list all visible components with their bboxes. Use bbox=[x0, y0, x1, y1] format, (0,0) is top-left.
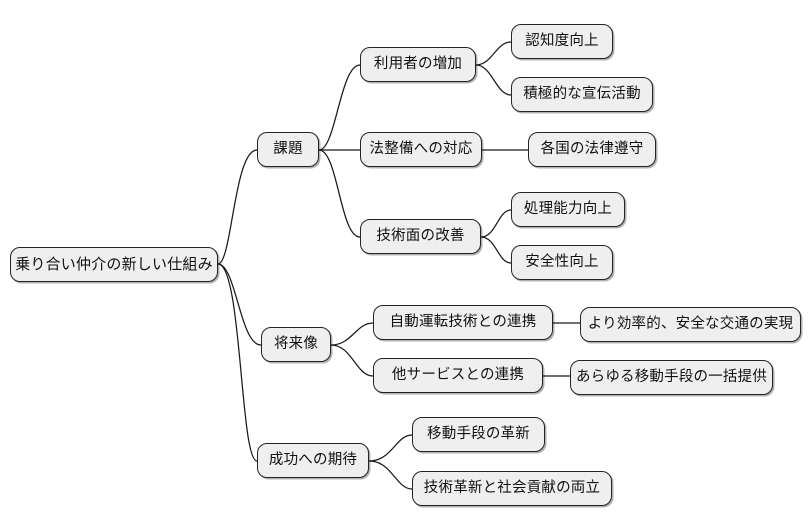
node-branch_seiko[interactable]: 成功への期待 bbox=[257, 443, 369, 478]
edge-branch_kadai-to-gijutsumen bbox=[318, 149, 361, 238]
node-branch_shorai[interactable]: 将来像 bbox=[261, 327, 331, 362]
node-arayuru[interactable]: あらゆる移動手段の一括提供 bbox=[570, 360, 773, 395]
node-label-houseibi: 法整備への対応 bbox=[369, 141, 473, 158]
node-ninchido[interactable]: 認知度向上 bbox=[511, 24, 613, 59]
edge-root-to-branch_seiko bbox=[217, 263, 258, 462]
node-branch_kadai[interactable]: 課題 bbox=[257, 132, 319, 167]
node-label-tasabisu: 他サービスとの連携 bbox=[391, 367, 525, 384]
node-riyousha[interactable]: 利用者の増加 bbox=[360, 47, 476, 82]
edge-branch_seiko-to-gijutsu_shakai bbox=[368, 460, 413, 490]
node-idou_kakushin[interactable]: 移動手段の革新 bbox=[412, 417, 545, 452]
node-label-kakkoku: 各国の法律遵守 bbox=[540, 141, 644, 158]
node-houseibi[interactable]: 法整備への対応 bbox=[360, 132, 482, 167]
node-label-root: 乗り合い仲介の新しい仕組み bbox=[15, 255, 213, 273]
node-label-arayuru: あらゆる移動手段の一括提供 bbox=[575, 369, 768, 386]
node-label-riyousha: 利用者の増加 bbox=[373, 56, 463, 73]
node-label-branch_shorai: 将来像 bbox=[273, 336, 319, 353]
node-label-sekkyokuteki: 積極的な宣伝活動 bbox=[523, 86, 641, 103]
node-sekkyokuteki[interactable]: 積極的な宣伝活動 bbox=[511, 77, 653, 112]
node-label-gijutsumen: 技術面の改善 bbox=[376, 228, 465, 245]
node-tasabisu[interactable]: 他サービスとの連携 bbox=[373, 358, 543, 393]
edge-gijutsumen-to-anzensei bbox=[480, 236, 512, 264]
edge-gijutsumen-to-shori bbox=[480, 209, 512, 238]
node-anzensei[interactable]: 安全性向上 bbox=[511, 245, 613, 280]
node-gijutsumen[interactable]: 技術面の改善 bbox=[360, 219, 481, 254]
node-gijutsu_shakai[interactable]: 技術革新と社会貢献の両立 bbox=[412, 471, 612, 506]
node-root[interactable]: 乗り合い仲介の新しい仕組み bbox=[10, 247, 218, 282]
edge-root-to-branch_shorai bbox=[217, 263, 262, 346]
node-kakkoku[interactable]: 各国の法律遵守 bbox=[528, 132, 656, 167]
edge-branch_seiko-to-idou_kakushin bbox=[368, 434, 413, 462]
node-label-ninchido: 認知度向上 bbox=[525, 33, 599, 50]
node-label-anzensei: 安全性向上 bbox=[525, 254, 599, 271]
edge-riyousha-to-sekkyokuteki bbox=[475, 64, 512, 96]
node-label-branch_seiko: 成功への期待 bbox=[268, 452, 358, 469]
edge-branch_shorai-to-tasabisu bbox=[330, 344, 374, 377]
node-shori[interactable]: 処理能力向上 bbox=[511, 192, 625, 227]
edge-root-to-branch_kadai bbox=[217, 149, 258, 265]
node-label-jidou: 自動運転技術との連携 bbox=[389, 314, 537, 331]
node-label-gijutsu_shakai: 技術革新と社会貢献の両立 bbox=[423, 480, 601, 497]
node-koritsuteki[interactable]: より効率的、安全な交通の実現 bbox=[580, 307, 801, 342]
edge-branch_kadai-to-riyousha bbox=[318, 64, 361, 151]
node-label-shori: 処理能力向上 bbox=[523, 201, 613, 218]
edge-riyousha-to-ninchido bbox=[475, 41, 512, 66]
edge-branch_shorai-to-jidou bbox=[330, 322, 374, 346]
node-label-branch_kadai: 課題 bbox=[273, 141, 303, 158]
node-label-idou_kakushin: 移動手段の革新 bbox=[427, 426, 530, 443]
node-jidou[interactable]: 自動運転技術との連携 bbox=[373, 305, 553, 340]
node-label-koritsuteki: より効率的、安全な交通の実現 bbox=[587, 316, 794, 333]
